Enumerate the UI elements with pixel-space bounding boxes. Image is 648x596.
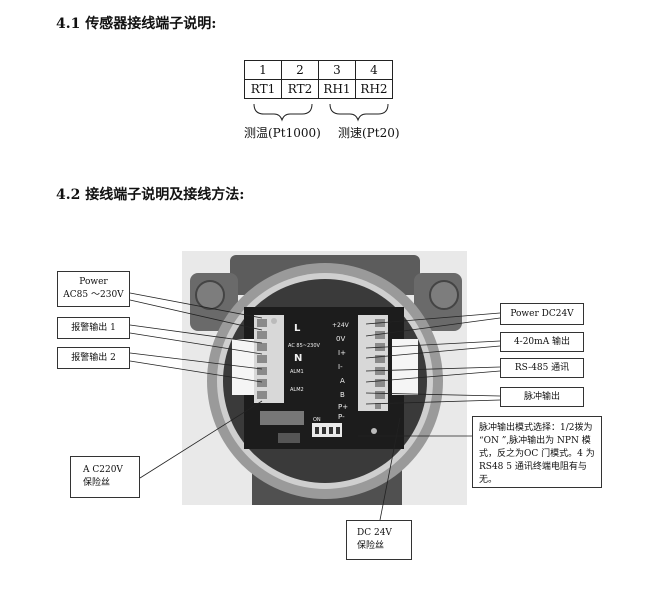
callout-pulse-mode-line2: “ON ”,脉冲输出为 NPN 模 <box>479 436 591 446</box>
callout-pulse-mode-line3: 式，反之为OC 门模式。4 为 <box>479 449 595 459</box>
callout-fuse-dc-line1: DC 24V <box>357 528 392 538</box>
terminal-label: RT2 <box>281 79 319 99</box>
board-label-a: A <box>340 377 345 385</box>
board-label-i-minus: I- <box>338 363 343 371</box>
board-label-alm1: ALM1 <box>290 369 304 375</box>
board-label-i-plus: I+ <box>338 349 346 357</box>
board-label-p-minus: P- <box>338 413 345 421</box>
brace-speed <box>329 103 389 122</box>
terminal-label: RH1 <box>318 79 356 99</box>
callout-power-dc: Power DC24V <box>500 303 584 325</box>
board-label-n: N <box>294 353 302 364</box>
group-speed-label: 测速(Pt20) <box>338 126 400 140</box>
callout-fuse-ac: A C220V 保险丝 <box>70 456 140 498</box>
terminal-number: 2 <box>281 60 319 80</box>
callout-fuse-ac-line1: A C220V <box>83 465 123 475</box>
callout-power-ac-line1: Power <box>79 277 108 287</box>
group-temp-label: 测温(Pt1000) <box>244 126 321 140</box>
terminal-number: 4 <box>355 60 393 80</box>
callout-pulse-mode-line4: RS48 5 通讯终端电阻有与无。 <box>479 462 587 485</box>
callout-fuse-ac-line2: 保险丝 <box>83 478 111 488</box>
board-label-b: B <box>340 391 345 399</box>
board-label-0v: 0V <box>336 335 345 343</box>
terminal-label: RH2 <box>355 79 393 99</box>
section-2-title: 4.2 接线端子说明及接线方法: <box>56 187 245 203</box>
board-label-dip-on: ON <box>313 417 321 423</box>
terminal-label-row: RT1 RT2 RH1 RH2 <box>244 79 393 99</box>
callout-power-ac: Power AC85 ～230V <box>57 271 130 307</box>
device-illustration: L AC 85~230V N ALM1 ALM2 +24V 0V I+ I- A… <box>182 251 467 505</box>
callout-alarm1: 报警输出 1 <box>57 317 130 339</box>
terminal-number: 1 <box>244 60 282 80</box>
group-braces <box>253 103 389 122</box>
terminal-number-row: 1 2 3 4 <box>244 60 393 80</box>
section-1-title: 4.1 传感器接线端子说明: <box>56 16 217 32</box>
callout-current-out: 4-20mA 输出 <box>500 332 584 352</box>
callout-pulse-out: 脉冲输出 <box>500 387 584 407</box>
callout-power-ac-line2: AC85 ～230V <box>63 290 124 300</box>
brace-temp <box>253 103 313 122</box>
board-label-ac: AC 85~230V <box>288 343 321 349</box>
device-photo: L AC 85~230V N ALM1 ALM2 +24V 0V I+ I- A… <box>182 251 467 505</box>
callout-fuse-dc-line2: 保险丝 <box>357 541 385 551</box>
terminal-table: 1 2 3 4 RT1 RT2 RH1 RH2 <box>244 60 393 99</box>
board-label-24v: +24V <box>332 322 350 329</box>
callout-pulse-mode-line1: 脉冲输出模式选择：1/2拨为 <box>479 423 593 433</box>
terminal-label: RT1 <box>244 79 282 99</box>
board-label-l: L <box>294 323 301 334</box>
terminal-number: 3 <box>318 60 356 80</box>
callout-rs485: RS-485 通讯 <box>500 358 584 378</box>
callout-pulse-mode: 脉冲输出模式选择：1/2拨为 “ON ”,脉冲输出为 NPN 模 式，反之为OC… <box>472 416 602 488</box>
callout-alarm2: 报警输出 2 <box>57 347 130 369</box>
board-label-p-plus: P+ <box>338 403 348 411</box>
callout-fuse-dc: DC 24V 保险丝 <box>346 520 412 560</box>
board-label-alm2: ALM2 <box>290 387 304 393</box>
